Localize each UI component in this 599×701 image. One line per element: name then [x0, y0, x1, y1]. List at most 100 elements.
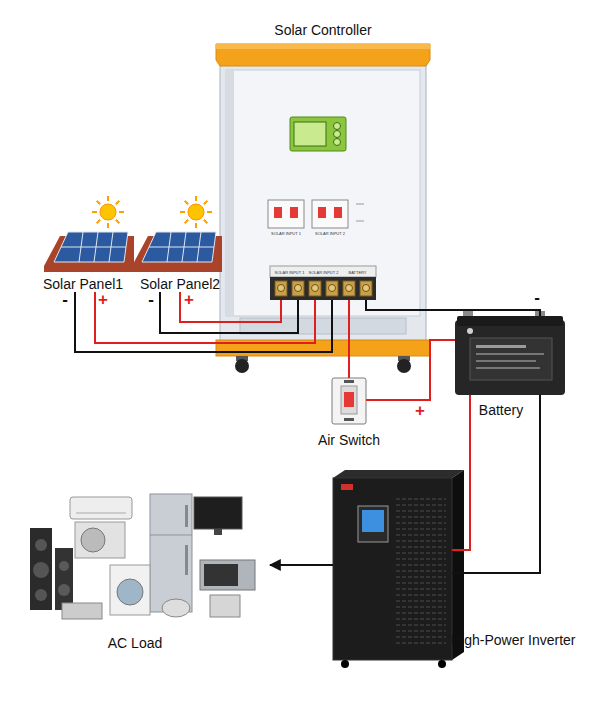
breaker-body — [268, 200, 304, 228]
switch-mark — [356, 221, 364, 222]
node-label: Solar Controller — [274, 22, 371, 38]
breaker-toggle — [334, 207, 342, 218]
washer — [110, 565, 150, 615]
speaker-cone — [35, 539, 47, 551]
terminal-block — [270, 277, 376, 300]
terminal-label-strip — [270, 266, 376, 277]
polarity-label: - — [62, 291, 68, 309]
node-label: Air Switch — [318, 432, 380, 448]
panel-cells — [54, 232, 128, 262]
controller-cabinet-art — [216, 44, 430, 373]
inverter-display-frame — [358, 506, 388, 542]
speaker — [55, 548, 73, 610]
fan — [81, 528, 105, 552]
cabinet-roof — [216, 44, 430, 66]
switch-slot — [344, 380, 354, 383]
display-button — [334, 131, 341, 138]
ac-outdoor-unit — [75, 522, 125, 558]
wheel — [235, 359, 249, 373]
inverter-logo — [341, 484, 353, 490]
switch-toggle — [344, 392, 354, 407]
breaker-toggle — [290, 207, 298, 218]
inverter-top — [333, 470, 464, 478]
solar-panel: Solar Panel1 — [38, 200, 133, 292]
breaker-toggle — [274, 207, 282, 218]
panel-cells — [142, 232, 216, 262]
cable-opening — [240, 318, 406, 334]
sun — [100, 204, 116, 220]
battery-body — [455, 320, 565, 395]
wire — [452, 395, 470, 550]
ac-indoor-unit — [70, 497, 132, 519]
wheel — [397, 359, 411, 373]
terminal-screw — [363, 285, 370, 292]
terminal — [292, 281, 304, 296]
switch-mark — [356, 204, 364, 205]
inverter-art — [333, 470, 464, 668]
wire — [95, 292, 315, 343]
node-label: High-Power Inverter — [451, 632, 576, 648]
terminal-screw — [312, 285, 319, 292]
panel-grid — [61, 232, 126, 262]
microwave — [200, 560, 255, 590]
roof-highlight — [216, 44, 430, 49]
brand-mark — [467, 328, 473, 334]
wire — [366, 340, 455, 400]
speaker-cone — [59, 561, 69, 571]
speaker — [30, 528, 52, 610]
node-label: Solar Panel2 — [140, 276, 220, 292]
sticker-stripe — [476, 345, 526, 348]
power-inverter: High-Power Inverter — [333, 478, 452, 660]
fridge — [150, 494, 192, 612]
air-switch: Air Switch — [332, 378, 366, 424]
terminal — [343, 281, 355, 296]
polarity-label: + — [415, 402, 425, 420]
wire — [366, 300, 540, 316]
battery-sticker — [470, 338, 552, 380]
speaker-cone — [33, 562, 49, 578]
fridge-split — [150, 535, 192, 536]
microwave-window — [204, 564, 238, 586]
switch-body — [332, 378, 366, 424]
wheel — [438, 660, 446, 668]
node-label: Solar Panel1 — [43, 276, 123, 292]
sun-rays — [92, 196, 124, 228]
ac-vent — [76, 513, 126, 514]
switch-window — [341, 386, 357, 414]
lcd-screen — [294, 122, 326, 146]
speaker-cone — [35, 589, 47, 601]
wire — [348, 300, 350, 378]
terminal — [326, 281, 338, 296]
printer — [62, 603, 102, 619]
air-switch-art — [332, 378, 366, 424]
battery-lid — [457, 316, 563, 326]
panel-label: SOLAR INPUT 1 — [271, 231, 301, 236]
controller-cabinet: Solar Controller — [218, 46, 428, 300]
inverter-vents — [396, 496, 446, 648]
terminal — [309, 281, 321, 296]
breaker-body — [312, 200, 348, 228]
inverter-side — [452, 470, 464, 660]
wheel — [341, 660, 349, 668]
display-button — [334, 139, 341, 146]
cabinet-door — [226, 70, 420, 316]
cabinet-shade — [226, 70, 234, 316]
polarity-label: + — [184, 291, 194, 309]
wire — [452, 395, 540, 573]
polarity-label: - — [534, 289, 540, 307]
wire — [160, 292, 298, 333]
rice-cooker — [162, 599, 190, 617]
battery: Battery — [455, 316, 565, 395]
terminal — [360, 281, 372, 296]
cabinet-base — [216, 340, 430, 356]
terminal — [275, 281, 287, 296]
oven — [210, 595, 240, 617]
solar-panel: Solar Panel2 — [132, 200, 228, 292]
sun-rays — [180, 196, 212, 228]
display-button — [334, 123, 341, 130]
tv-stand — [214, 529, 222, 535]
